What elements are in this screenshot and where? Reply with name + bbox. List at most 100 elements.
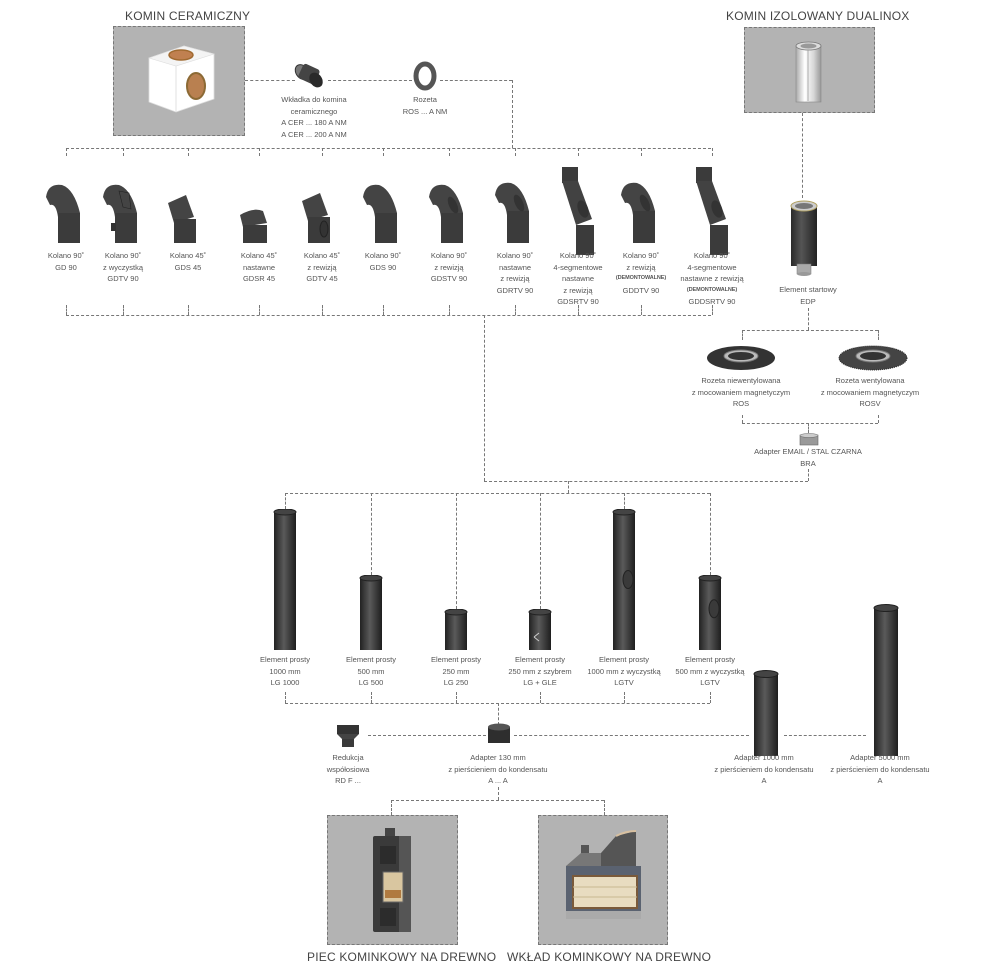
elbow-icon bbox=[556, 167, 598, 260]
elbow-icon bbox=[166, 193, 208, 248]
connector bbox=[383, 148, 384, 156]
connector bbox=[742, 330, 878, 331]
connector bbox=[285, 493, 286, 509]
elbow-label: Kolano 90˚z rewizją(DEMONTOWALNE)GDDTV 9… bbox=[615, 251, 667, 295]
connector bbox=[391, 800, 392, 815]
connector bbox=[123, 305, 124, 315]
dualinox-chimney-box bbox=[744, 27, 875, 113]
ceramic-chimney-box bbox=[113, 26, 245, 136]
connector bbox=[66, 148, 67, 156]
connector bbox=[498, 787, 499, 800]
connector bbox=[624, 692, 625, 703]
connector bbox=[188, 305, 189, 315]
connector bbox=[712, 148, 713, 156]
connector bbox=[188, 148, 189, 156]
adapter-130-label: Adapter 130 mm z pierścieniem do kondens… bbox=[448, 753, 548, 785]
connector bbox=[624, 493, 625, 509]
straight-pipe-icon bbox=[273, 508, 297, 655]
connector bbox=[456, 692, 457, 703]
starter-element-icon bbox=[790, 200, 818, 276]
connector bbox=[66, 305, 67, 315]
connector bbox=[808, 308, 809, 330]
pipes-top-bus bbox=[285, 493, 710, 494]
connector bbox=[742, 330, 743, 340]
connector bbox=[285, 692, 286, 703]
dualinox-chimney-title: KOMIN IZOLOWANY DUALINOX bbox=[726, 9, 910, 23]
connector bbox=[641, 305, 642, 315]
straight-pipe-icon bbox=[528, 608, 552, 655]
elbow-icon bbox=[619, 181, 661, 248]
connector bbox=[878, 415, 879, 423]
connector bbox=[514, 735, 749, 736]
connector bbox=[540, 692, 541, 703]
connector bbox=[878, 330, 879, 340]
elbow-bottom-bus bbox=[66, 315, 711, 316]
connector bbox=[578, 305, 579, 315]
elbow-icon bbox=[44, 183, 86, 248]
connector bbox=[498, 703, 499, 725]
connector bbox=[123, 148, 124, 156]
adapter-130-icon bbox=[488, 723, 510, 743]
reduction-label: Redukcja współosiowa RD F ... bbox=[326, 753, 370, 785]
connector bbox=[449, 305, 450, 315]
connector bbox=[578, 148, 579, 156]
connector bbox=[742, 415, 743, 423]
adapter-bra-icon bbox=[799, 433, 819, 446]
starter-element-label: Element startowy EDP bbox=[779, 285, 837, 306]
elbow-icon bbox=[237, 207, 279, 248]
stove-box bbox=[327, 815, 458, 945]
wood-stove-icon bbox=[373, 828, 411, 932]
elbow-icon bbox=[300, 191, 342, 248]
connector bbox=[742, 423, 878, 424]
connector bbox=[440, 80, 512, 81]
fireplace-insert-title: WKŁAD KOMINKOWY NA DREWNO bbox=[507, 950, 712, 964]
connector bbox=[383, 305, 384, 315]
adapter-1000-label: Adapter 1000 mm z pierścieniem do konden… bbox=[714, 753, 814, 785]
straight-pipe-icon bbox=[444, 608, 468, 655]
fireplace-insert-box bbox=[538, 815, 668, 945]
elbow-label: Kolano 90˚GDS 90 bbox=[364, 251, 402, 272]
connector bbox=[784, 735, 866, 736]
ceramic-chimney-block-icon bbox=[148, 45, 216, 113]
straight-pipe-icon bbox=[698, 574, 722, 655]
connector bbox=[515, 148, 516, 156]
adapter-bra-label: Adapter EMAIL / STAL CZARNA BRA bbox=[754, 447, 862, 468]
elbow-icon bbox=[427, 183, 469, 248]
connector bbox=[456, 493, 457, 609]
rosette-non-ventilated-icon bbox=[707, 346, 775, 370]
elbow-top-bus bbox=[66, 148, 711, 149]
fireplace-insert-icon bbox=[566, 830, 641, 919]
elbow-icon bbox=[493, 181, 535, 248]
connector bbox=[371, 692, 372, 703]
connector bbox=[391, 800, 604, 801]
elbow-label: Kolano 90˚GD 90 bbox=[47, 251, 85, 272]
rosette-ventilated-icon bbox=[838, 345, 908, 371]
stove-title: PIEC KOMINKOWY NA DREWNO bbox=[307, 950, 497, 964]
ceramic-insert-icon bbox=[294, 63, 323, 88]
ceramic-chimney-title: KOMIN CERAMICZNY bbox=[125, 9, 251, 23]
connector bbox=[712, 305, 713, 315]
straight-pipe-icon bbox=[612, 508, 636, 655]
connector bbox=[604, 800, 605, 815]
pipes-bottom-bus bbox=[285, 703, 710, 704]
connector bbox=[710, 692, 711, 703]
connector bbox=[322, 305, 323, 315]
elbow-icon bbox=[361, 183, 403, 248]
connector bbox=[568, 481, 569, 493]
connector bbox=[802, 113, 803, 198]
ceramic-insert-label: Wkładka do komina ceramicznego A CER ...… bbox=[281, 95, 347, 139]
connector bbox=[540, 493, 541, 609]
connector bbox=[484, 315, 485, 481]
straight-pipe-icon bbox=[359, 574, 383, 655]
